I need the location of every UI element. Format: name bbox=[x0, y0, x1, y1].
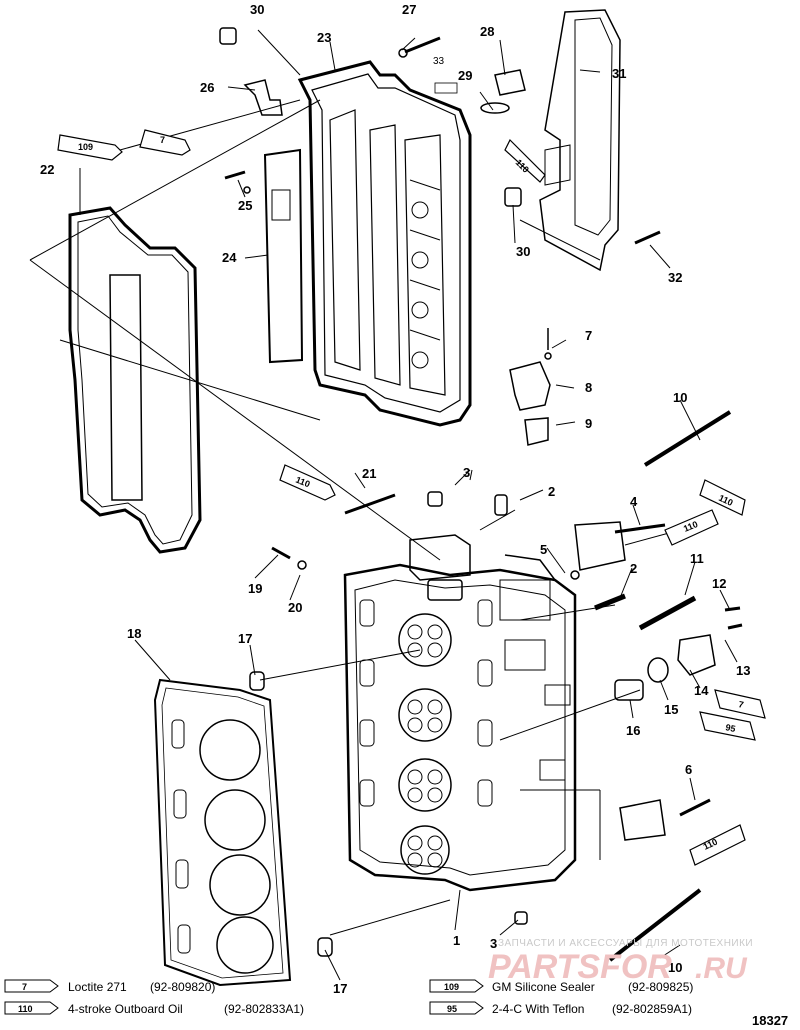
legend-item-silicone: 109 GM Silicone Sealer (92-809825) bbox=[429, 979, 693, 994]
tube-95-icon bbox=[429, 1001, 484, 1015]
tube-110-icon bbox=[689, 824, 746, 866]
callout-24: 24 bbox=[222, 250, 237, 265]
legend-name: 2-4-C With Teflon bbox=[492, 1002, 584, 1016]
legend-part: (92-802859A1) bbox=[612, 1002, 692, 1016]
legend-part: (92-809825) bbox=[628, 980, 693, 994]
head-gasket bbox=[153, 678, 292, 987]
part-33-marker bbox=[434, 82, 458, 94]
callout-8: 8 bbox=[585, 380, 592, 395]
leader-lines bbox=[29, 29, 738, 981]
watermark-logo: PARTSFOR bbox=[488, 948, 672, 986]
tube-110-icon bbox=[279, 464, 336, 501]
legend-part: (92-802833A1) bbox=[224, 1002, 304, 1016]
tube-label: 109 bbox=[78, 142, 93, 152]
legend-tube-label: 95 bbox=[447, 1004, 457, 1014]
legend-name: 4-stroke Outboard Oil bbox=[68, 1002, 183, 1016]
watermark: ЗАПЧАСТИ И АКСЕССУАРЫ ДЛЯ МОТОТЕХНИКИ PA… bbox=[488, 938, 753, 986]
part-30-cap-top bbox=[219, 27, 237, 45]
callout-25: 25 bbox=[238, 198, 252, 213]
legend-item-outboard-oil: 110 4-stroke Outboard Oil (92-802833A1) bbox=[4, 1001, 304, 1016]
tube-109-icon bbox=[57, 134, 123, 161]
callout-32: 32 bbox=[668, 270, 682, 285]
tube-7-icon bbox=[714, 689, 766, 719]
callout-5: 5 bbox=[540, 542, 547, 557]
legend-item-loctite: 7 Loctite 271 (92-809820) bbox=[4, 979, 215, 994]
callout-numbers: 30 27 23 28 33 29 26 31 22 25 24 30 32 7… bbox=[40, 2, 750, 996]
callout-15: 15 bbox=[664, 702, 678, 717]
cam-cover bbox=[297, 60, 472, 427]
legend-name: Loctite 271 bbox=[68, 980, 127, 994]
tube-7-icon bbox=[4, 979, 59, 993]
callout-16: 16 bbox=[626, 723, 640, 738]
callout-3: 3 bbox=[490, 936, 497, 951]
callout-10: 10 bbox=[668, 960, 682, 975]
callout-14: 14 bbox=[694, 683, 709, 698]
part-30-cap-bottom bbox=[504, 187, 522, 207]
tube-label: 7 bbox=[738, 699, 745, 710]
legend-part: (92-809820) bbox=[150, 980, 215, 994]
watermark-tld: .RU bbox=[695, 952, 748, 985]
callout-18: 18 bbox=[127, 626, 141, 641]
callout-6: 6 bbox=[685, 762, 692, 777]
callout-28: 28 bbox=[480, 24, 494, 39]
callout-30: 30 bbox=[516, 244, 530, 259]
small-parts bbox=[219, 27, 743, 962]
callout-4: 4 bbox=[630, 494, 638, 509]
watermark-line: ЗАПЧАСТИ И АКСЕССУАРЫ ДЛЯ МОТОТЕХНИКИ bbox=[498, 938, 753, 949]
callout-2: 2 bbox=[548, 484, 555, 499]
callout-22: 22 bbox=[40, 162, 54, 177]
cover-gasket bbox=[68, 206, 202, 554]
tube-110-icon bbox=[504, 138, 546, 183]
tube-7-icon bbox=[139, 129, 191, 156]
callout-33: 33 bbox=[433, 56, 445, 67]
callout-1: 1 bbox=[453, 933, 460, 948]
tube-label: 7 bbox=[160, 135, 165, 145]
callout-12: 12 bbox=[712, 576, 726, 591]
legend-tube-label: 109 bbox=[444, 982, 459, 992]
callout-21: 21 bbox=[362, 466, 376, 481]
callout-29: 29 bbox=[458, 68, 472, 83]
callout-30: 30 bbox=[250, 2, 264, 17]
legend-name: GM Silicone Sealer bbox=[492, 980, 595, 994]
tube-109-icon bbox=[429, 979, 484, 993]
plastic-cover bbox=[539, 9, 621, 272]
callout-11: 11 bbox=[690, 551, 704, 566]
tube-label: 95 bbox=[725, 722, 737, 734]
legend-tube-label: 7 bbox=[22, 982, 27, 992]
callout-13: 13 bbox=[736, 663, 750, 678]
legend: 7 Loctite 271 (92-809820) 110 4-stroke O… bbox=[4, 979, 693, 1016]
callout-2: 2 bbox=[630, 561, 637, 576]
tube-110-icon bbox=[4, 1001, 59, 1015]
tube-110-icon bbox=[699, 479, 746, 516]
callout-23: 23 bbox=[317, 30, 331, 45]
sealant-tubes bbox=[57, 129, 766, 866]
tube-110-icon bbox=[664, 509, 719, 546]
callout-27: 27 bbox=[402, 2, 416, 17]
callout-20: 20 bbox=[288, 600, 302, 615]
callout-26: 26 bbox=[200, 80, 214, 95]
figure-number: 18327 bbox=[752, 1013, 788, 1028]
callout-9: 9 bbox=[585, 416, 592, 431]
callout-3: 3 bbox=[463, 465, 470, 480]
callout-7: 7 bbox=[585, 328, 592, 343]
cylinder-head bbox=[343, 534, 577, 892]
legend-item-teflon: 95 2-4-C With Teflon (92-802859A1) bbox=[429, 1001, 692, 1016]
callout-17: 17 bbox=[238, 631, 252, 646]
callout-17: 17 bbox=[333, 981, 347, 996]
callout-10: 10 bbox=[673, 390, 687, 405]
tube-95-icon bbox=[699, 711, 756, 741]
side-plate bbox=[263, 148, 304, 364]
callout-31: 31 bbox=[612, 66, 626, 81]
legend-tube-label: 110 bbox=[18, 1004, 33, 1014]
tube-labels: 7 109 110 110 110 110 110 7 95 bbox=[78, 135, 745, 852]
callout-19: 19 bbox=[248, 581, 262, 596]
